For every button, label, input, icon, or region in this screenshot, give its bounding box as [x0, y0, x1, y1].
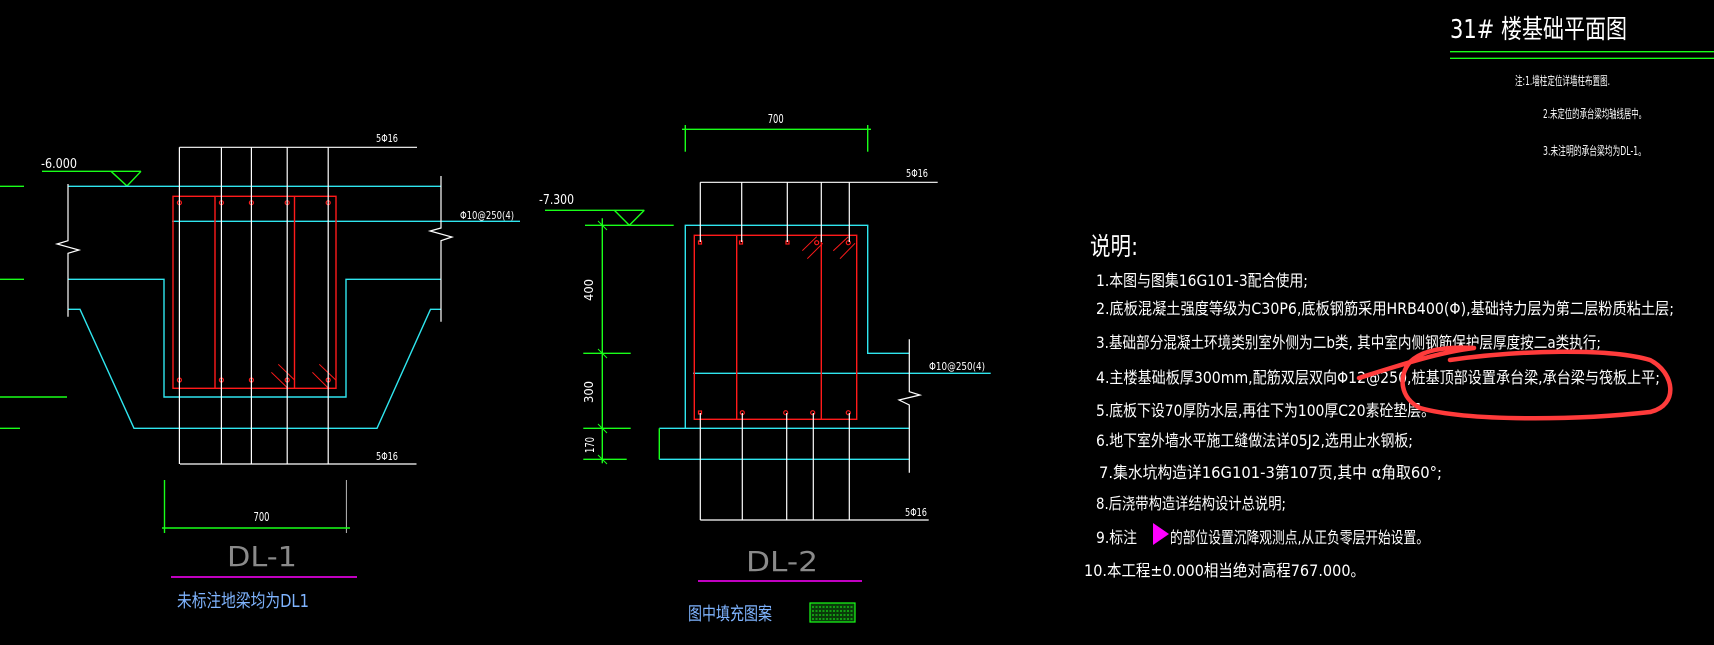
dl2-section: 700 -7.300 400 300 170 — [539, 112, 991, 625]
note-item-3: 3.基础部分混凝土环境类别室外侧为二b类, 其中室内侧钢筋保护层厚度按二a类执行… — [1096, 333, 1601, 352]
note-item-5: 5.底板下设70厚防水层,再往下为100厚C20素砼垫层。 — [1096, 401, 1435, 420]
dl1-section: -6.000 — [0, 132, 520, 612]
dl2-width-dimension: 700 — [682, 112, 871, 152]
dl2-title: DL-2 — [746, 545, 818, 578]
notes-heading: 说明: — [1090, 232, 1138, 261]
dl1-width-dimension: 700 — [162, 480, 350, 533]
dl1-bar-leaders: 5Φ16 5Φ16 Φ10@250(4) — [178, 132, 514, 465]
dl2-caption: 图中填充图案 — [688, 604, 772, 625]
dl1-break-lines — [54, 176, 455, 322]
dl1-elevation-label: -6.000 — [41, 157, 77, 172]
note-item-9: 的部位设置沉降观测点,从正负零层开始设置。 — [1170, 528, 1429, 547]
plan-note-1: 注:1.墙柱定位详墙柱布置图. — [1515, 73, 1610, 88]
dl2-rebar-cage — [693, 234, 858, 421]
dl2-stirrup-label: Φ10@250(4) — [929, 360, 985, 373]
note-item-2: 2.底板混凝土强度等级为C30P6,底板钢筋采用HRB400(Φ),基础持力层为… — [1096, 299, 1674, 318]
dl1-width-label: 700 — [254, 510, 270, 524]
general-notes: 说明: 1.本图与图集16G101-3配合使用; 2.底板混凝土强度等级为C30… — [1084, 232, 1674, 580]
plan-title: 31# 楼基础平面图 — [1450, 15, 1627, 45]
plan-note-2: 2.未定位的承台梁均轴线居中。 — [1543, 106, 1646, 121]
note-item-6: 6.地下室外墙水平施工缝做法详05J2,选用止水钢板; — [1096, 431, 1413, 450]
dl1-elevation-marker: -6.000 — [41, 157, 142, 187]
plan-title-block: 31# 楼基础平面图 注:1.墙柱定位详墙柱布置图. 2.未定位的承台梁均轴线居… — [1450, 15, 1714, 158]
note-item-9-prefix: 9.标注 — [1096, 528, 1137, 547]
settlement-marker-icon — [1153, 523, 1169, 545]
plan-note-3: 3.未注明的承台梁均为DL-1。 — [1543, 143, 1646, 158]
dl1-top-bars-label: 5Φ16 — [376, 132, 398, 145]
note-item-1: 1.本图与图集16G101-3配合使用; — [1096, 271, 1308, 290]
dl1-caption: 未标注地梁均为DL1 — [177, 591, 309, 612]
dl2-elevation-marker: -7.300 — [539, 193, 674, 227]
fill-pattern-swatch — [809, 602, 856, 623]
dl1-concrete-outline — [68, 185, 520, 429]
dl1-stirrup-label: Φ10@250(4) — [460, 209, 514, 222]
dl2-top-bars-label: 5Φ16 — [906, 167, 928, 180]
dl2-dim-400: 400 — [582, 279, 596, 301]
dl2-dim-170: 170 — [583, 437, 597, 453]
dl2-concrete-outline — [658, 224, 991, 473]
dl2-height-dimensions: 400 300 170 — [582, 218, 631, 465]
dl2-elevation-label: -7.300 — [539, 193, 574, 208]
dl1-rebar-cage — [172, 195, 337, 390]
dl1-grid-ticks — [0, 185, 67, 429]
dl2-bar-leaders: 5Φ16 5Φ16 Φ10@250(4) — [699, 167, 985, 521]
note-item-4: 4.主楼基础板厚300mm,配筋双层双向Φ12@250,桩基顶部设置承台梁,承台… — [1096, 368, 1660, 387]
dl2-width-label: 700 — [768, 112, 784, 126]
red-markup-circle — [1356, 345, 1673, 421]
note-item-10: 10.本工程±0.000相当绝对高程767.000。 — [1084, 561, 1365, 580]
dl2-bottom-bars-label: 5Φ16 — [905, 506, 927, 519]
note-item-7: 7.集水坑构造详16G101-3第107页,其中 α角取60°; — [1099, 463, 1442, 482]
dl1-title: DL-1 — [227, 540, 297, 573]
dl1-bottom-bars-label: 5Φ16 — [376, 450, 398, 463]
dl2-dim-300: 300 — [582, 381, 596, 403]
note-item-8: 8.后浇带构造详结构设计总说明; — [1096, 494, 1286, 513]
